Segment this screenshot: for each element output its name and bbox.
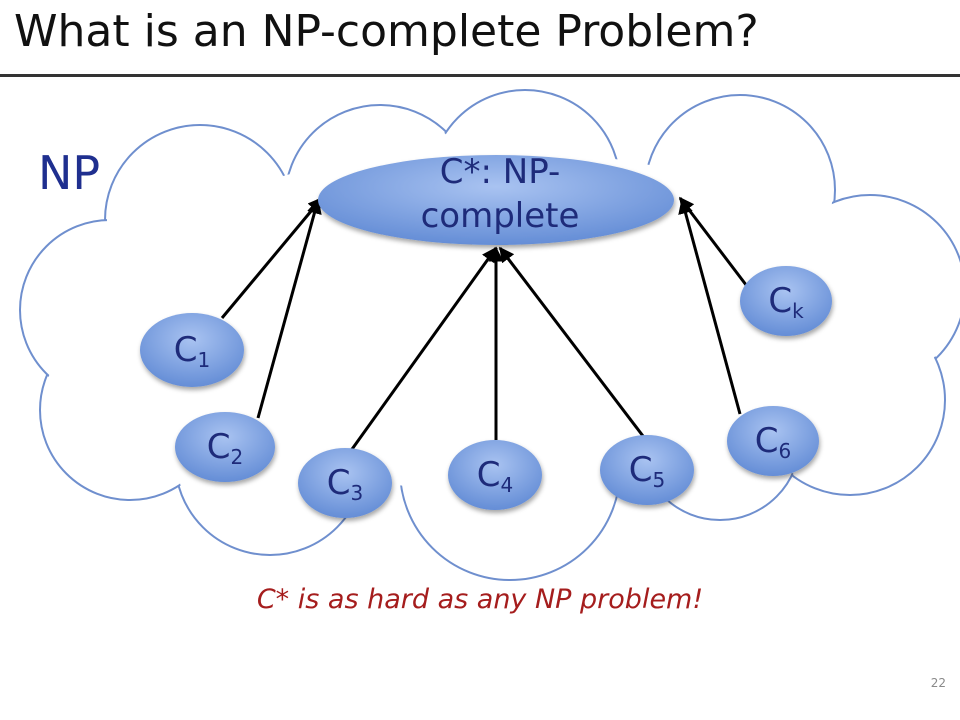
node-c2-shape (175, 412, 275, 482)
arrow-c6 (678, 198, 742, 415)
arrow-c1 (220, 196, 324, 319)
title-divider (0, 74, 960, 77)
node-c4-shape (448, 440, 542, 510)
node-c1-label: C1 (147, 333, 237, 370)
diagram-caption: C* is as hard as any NP problem! (256, 584, 704, 615)
node-ck-shape (740, 266, 832, 336)
node-c2-label: C2 (180, 430, 270, 467)
node-c2-sub: 2 (230, 445, 244, 469)
page-number: 22 (930, 676, 946, 690)
node-c3-sub: 3 (350, 481, 364, 505)
arrow-c2 (256, 198, 322, 419)
node-c5-shape (600, 435, 694, 505)
node-c3-label: C3 (300, 466, 390, 503)
node-ck-sub: k (792, 299, 804, 323)
node-c6-label: C6 (728, 424, 818, 461)
arrow-c3 (348, 246, 498, 453)
node-c5-base: C (628, 450, 653, 490)
center-node-line2: complete (420, 196, 580, 236)
slide-title: What is an NP-complete Problem? (14, 6, 759, 57)
node-c4-label: C4 (450, 458, 540, 495)
node-c4-base: C (476, 455, 501, 495)
node-c5-label: C5 (602, 453, 692, 490)
node-c3-base: C (326, 463, 351, 503)
node-c4-sub: 4 (500, 473, 514, 497)
node-ck-base: C (768, 281, 793, 321)
node-c1-sub: 1 (197, 348, 211, 372)
node-c3-shape (298, 448, 392, 518)
center-node-line1: C*: NP- (439, 152, 561, 192)
arrow-ck (678, 196, 758, 299)
center-node-label: C*: NP- complete (320, 150, 680, 238)
node-c6-base: C (754, 421, 779, 461)
node-ck-label: Ck (741, 284, 831, 321)
node-c2-base: C (206, 427, 231, 467)
arrow-c5 (498, 246, 648, 441)
np-region-label: NP (38, 146, 101, 200)
node-c6-shape (727, 406, 819, 476)
node-c1-base: C (173, 330, 198, 370)
center-node-shape (318, 155, 674, 245)
node-c6-sub: 6 (778, 439, 792, 463)
node-c1-shape (140, 313, 244, 387)
node-c5-sub: 5 (652, 468, 666, 492)
